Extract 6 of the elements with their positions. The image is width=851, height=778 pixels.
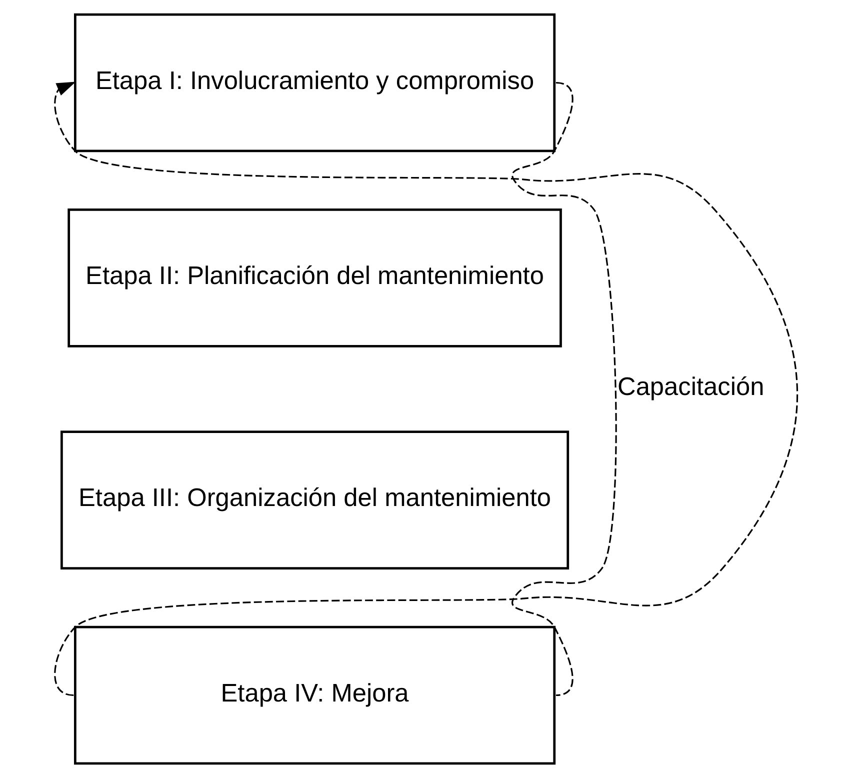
node-box: Etapa IV: Mejora [74, 626, 556, 765]
node-box: Etapa I: Involucramiento y compromiso [74, 13, 556, 152]
node-box: Etapa III: Organización del mantenimiento [60, 430, 569, 570]
node-box: Etapa II: Planificación del mantenimiento [67, 208, 562, 348]
edge-label: Capacitación [616, 373, 764, 402]
connector [512, 82, 616, 696]
